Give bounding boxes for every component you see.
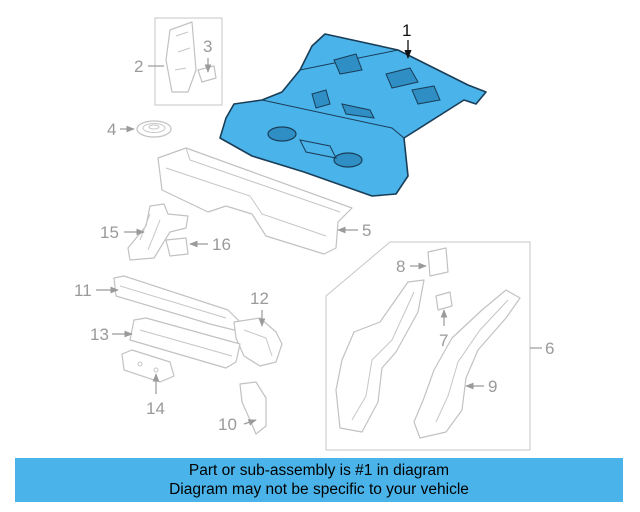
part-2-3-group — [154, 17, 223, 106]
banner-line-1: Part or sub-assembly is #1 in diagram — [188, 462, 450, 479]
callout-1: 1 — [402, 21, 411, 40]
callout-10: 10 — [218, 415, 237, 434]
part-12-bracket — [233, 317, 283, 367]
callout-11: 11 — [74, 281, 92, 300]
callout-15: 15 — [100, 223, 119, 242]
banner-line-2: Diagram may not be specific to your vehi… — [169, 481, 469, 498]
callout-16: 16 — [212, 235, 231, 254]
callout-4: 4 — [107, 120, 116, 139]
part-10-bracket — [239, 381, 267, 435]
callout-13: 13 — [90, 325, 109, 344]
callout-6: 6 — [545, 339, 554, 358]
leader-lines — [96, 40, 542, 426]
part-5-crossmember — [157, 147, 353, 255]
part-4-plug — [136, 120, 172, 138]
part-1-rear-floor-pan — [219, 33, 487, 197]
part-13-rail — [129, 317, 241, 369]
callout-8: 8 — [396, 257, 405, 276]
callout-3: 3 — [203, 37, 212, 56]
callout-9: 9 — [488, 377, 497, 396]
info-banner: Part or sub-assembly is #1 in diagram Di… — [15, 458, 623, 502]
part-16-plate — [165, 237, 189, 257]
callout-5: 5 — [362, 221, 371, 240]
callout-12: 12 — [250, 289, 269, 308]
callout-labels: 1 2 3 4 5 6 7 8 9 10 11 12 13 14 15 16 — [74, 21, 554, 434]
part-15-bracket — [127, 203, 189, 261]
callout-14: 14 — [146, 399, 165, 418]
part-14-bracket — [121, 349, 175, 383]
part-6-group — [325, 241, 531, 451]
callout-2: 2 — [134, 57, 143, 76]
part-11-rail — [113, 275, 241, 331]
callout-7: 7 — [439, 331, 448, 350]
